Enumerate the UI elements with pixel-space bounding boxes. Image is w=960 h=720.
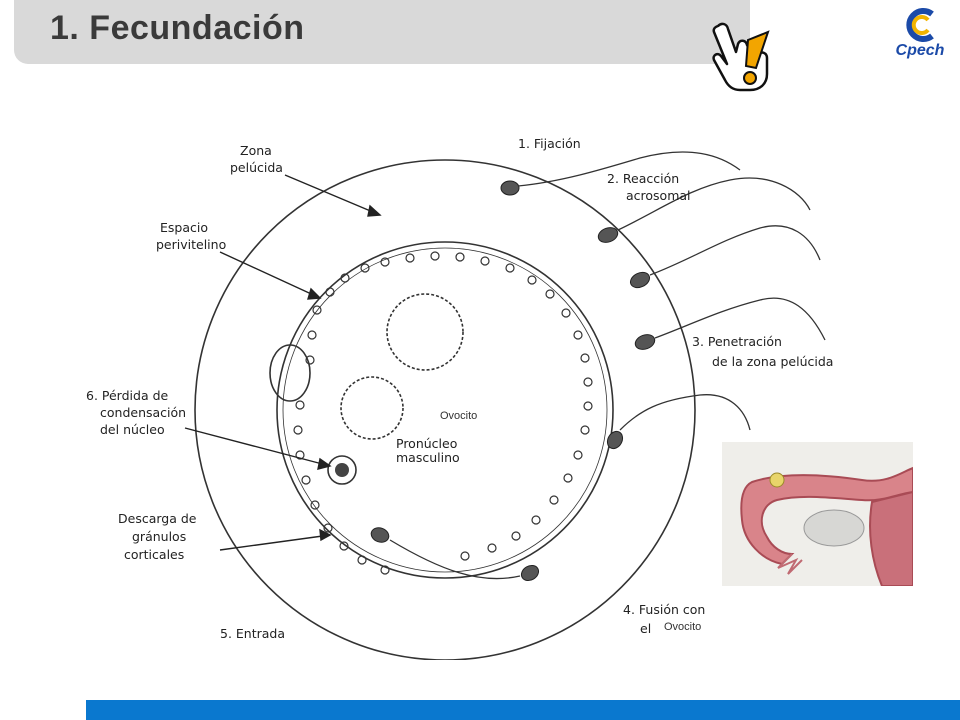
label-espacio-perivitelino: Espacio perivitelino — [156, 220, 226, 252]
sperm-head-decondensing — [327, 455, 357, 485]
label-fusion: 4. Fusión con el — [623, 602, 709, 636]
label-penetracion: 3. Penetración de la zona pelúcida — [692, 334, 833, 369]
page-title: 1. Fecundación — [50, 9, 305, 47]
label-descarga-granulos: Descarga de gránulos corticales — [118, 511, 200, 562]
leader-arrows — [184, 174, 382, 551]
pronucleus-masculino — [340, 376, 404, 440]
nucleus — [386, 293, 464, 371]
logo-text: Cpech — [895, 42, 945, 59]
sperm-cells — [370, 180, 656, 582]
polar-body — [269, 344, 311, 402]
sperm-tails — [389, 151, 826, 580]
cpech-logo: Cpech — [888, 6, 952, 66]
label-ovocito-fusion: Ovocito — [664, 621, 702, 633]
label-pronucleo-masculino: Pronúcleo masculino — [396, 436, 461, 465]
label-perdida-condensacion: 6. Pérdida de condensación del núcleo — [86, 388, 190, 437]
oviduct-illustration — [722, 442, 913, 586]
footer-bar — [86, 700, 960, 720]
logo-mark-icon — [906, 8, 934, 42]
zona-pelucida-outer — [194, 159, 696, 660]
exclamation-icon — [743, 30, 770, 85]
oocyte-membrane — [276, 241, 614, 579]
label-ovocito-center: Ovocito — [440, 410, 478, 422]
label-zona-pelucida: Zona pelúcida — [230, 143, 283, 175]
fertilization-diagram: Zona pelúcida Espacio perivitelino 1. Fi… — [86, 136, 833, 660]
hand-pointer-icon — [712, 22, 770, 92]
oviduct-image — [722, 442, 913, 586]
cortical-granules — [293, 251, 593, 575]
title-bar: 1. Fecundación — [14, 0, 750, 64]
label-entrada: 5. Entrada — [220, 626, 285, 641]
label-fijacion: 1. Fijación — [518, 136, 581, 151]
label-reaccion-acrosomal: 2. Reacción acrosomal — [607, 171, 691, 203]
